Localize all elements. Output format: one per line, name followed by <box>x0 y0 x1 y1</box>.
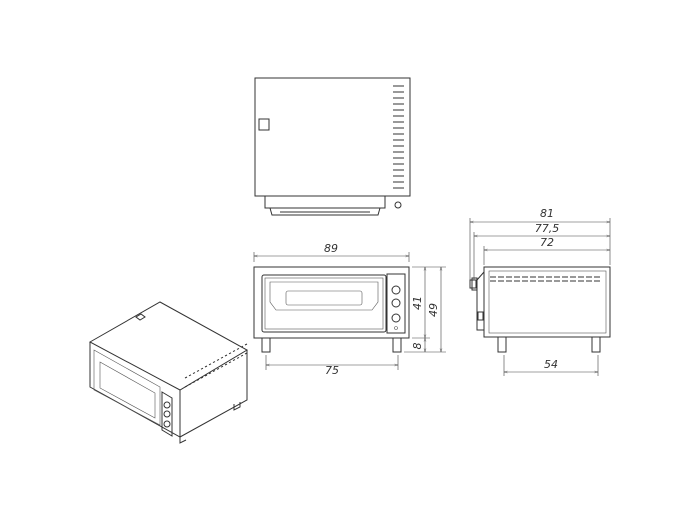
vent-slot <box>236 347 240 350</box>
dim-body-depth: 72 <box>540 236 554 249</box>
vent-slot <box>240 345 244 348</box>
vent-slot <box>224 363 228 366</box>
dim-depth-with-knobs: 77,5 <box>535 222 560 235</box>
vent-slot <box>192 372 196 375</box>
vent-slot <box>216 367 220 370</box>
front-view: 89 75 41 49 8 <box>253 242 446 377</box>
dim-feet-height: 8 <box>411 343 424 350</box>
vent-slot <box>232 350 236 353</box>
vent-slot <box>212 361 216 364</box>
top-view <box>254 77 411 216</box>
vent-slot <box>200 367 204 370</box>
dim-overall-depth: 81 <box>540 207 554 220</box>
dim-total-height: 49 <box>427 303 440 317</box>
vent-slot <box>204 365 208 368</box>
dim-width: 89 <box>324 242 338 255</box>
vent-slot <box>196 378 200 381</box>
vent-slot <box>204 374 208 377</box>
vent-slot <box>236 356 240 359</box>
vent-slot <box>244 343 248 346</box>
vent-slot <box>212 370 216 373</box>
vent-slot <box>220 356 224 359</box>
isometric-view <box>88 301 249 444</box>
vent-slot <box>220 365 224 368</box>
vent-slot <box>188 383 192 386</box>
vent-slot <box>184 385 188 388</box>
vent-slot <box>228 352 232 355</box>
dim-feet-span: 75 <box>325 364 339 377</box>
vent-slot <box>216 358 220 361</box>
vent-slot <box>244 352 248 355</box>
vent-slot <box>240 354 244 357</box>
vent-slot <box>228 361 232 364</box>
vent-slot <box>224 354 228 357</box>
vent-slot <box>208 372 212 375</box>
vent-slot <box>208 363 212 366</box>
vent-slot <box>196 369 200 372</box>
dim-body-height: 41 <box>411 296 424 310</box>
vent-slot <box>232 359 236 362</box>
vent-slot <box>188 374 192 377</box>
dim-side-feet-span: 54 <box>544 358 558 371</box>
vent-slot <box>200 376 204 379</box>
vent-slot <box>192 381 196 384</box>
vent-slot <box>184 376 188 379</box>
side-view: 81 77,5 72 54 <box>469 207 611 376</box>
